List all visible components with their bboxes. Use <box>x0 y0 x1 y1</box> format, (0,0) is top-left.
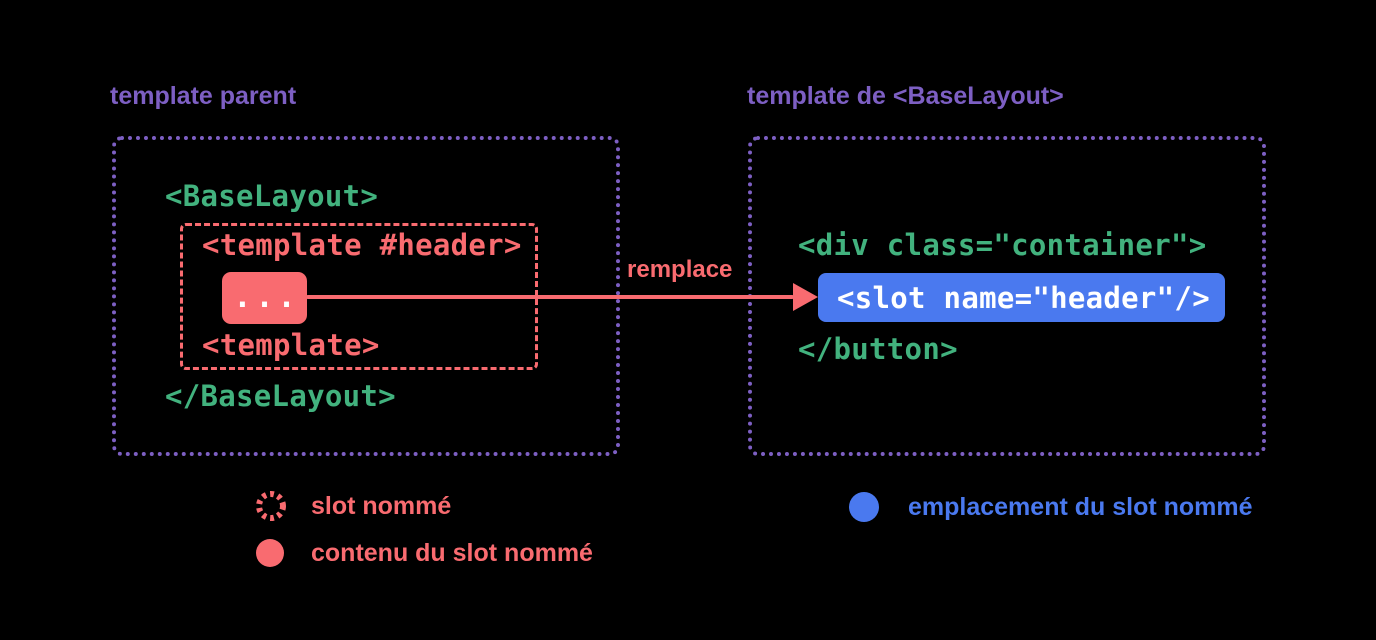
slot-outlet-chip: <slot name="header"/> <box>818 273 1225 322</box>
legend-label-slot-content: contenu du slot nommé <box>311 539 593 567</box>
replace-arrow-label: remplace <box>627 256 733 283</box>
button-close-tag: </button> <box>798 332 958 366</box>
filled-red-circle-icon <box>256 539 284 567</box>
div-container-open-tag: <div class="container"> <box>798 228 1207 262</box>
legend-item-named-slot: slot nommé <box>255 490 451 522</box>
slot-content-chip: ... <box>222 272 307 324</box>
replace-arrow-head-icon <box>793 283 818 311</box>
legend-item-slot-outlet: emplacement du slot nommé <box>849 491 1253 523</box>
legend-item-slot-content: contenu du slot nommé <box>256 537 593 569</box>
baselayout-template-box: <div class="container"> <slot name="head… <box>748 136 1266 456</box>
baselayout-open-tag: <BaseLayout> <box>165 179 379 213</box>
baselayout-close-tag: </BaseLayout> <box>165 379 396 413</box>
filled-blue-circle-icon <box>849 492 879 522</box>
legend-label-named-slot: slot nommé <box>311 492 452 520</box>
named-slot-box: <template #header> ... <template> <box>180 223 538 370</box>
template-close-tag: <template> <box>202 328 380 362</box>
legend-label-slot-outlet: emplacement du slot nommé <box>908 493 1253 521</box>
dashed-red-circle-icon <box>256 491 286 521</box>
right-panel-title: template de <BaseLayout> <box>747 82 1064 110</box>
replace-arrow-line <box>306 295 794 299</box>
template-header-open-tag: <template #header> <box>202 228 522 262</box>
parent-template-box: <BaseLayout> <template #header> ... <tem… <box>112 136 620 456</box>
left-panel-title: template parent <box>110 82 297 110</box>
